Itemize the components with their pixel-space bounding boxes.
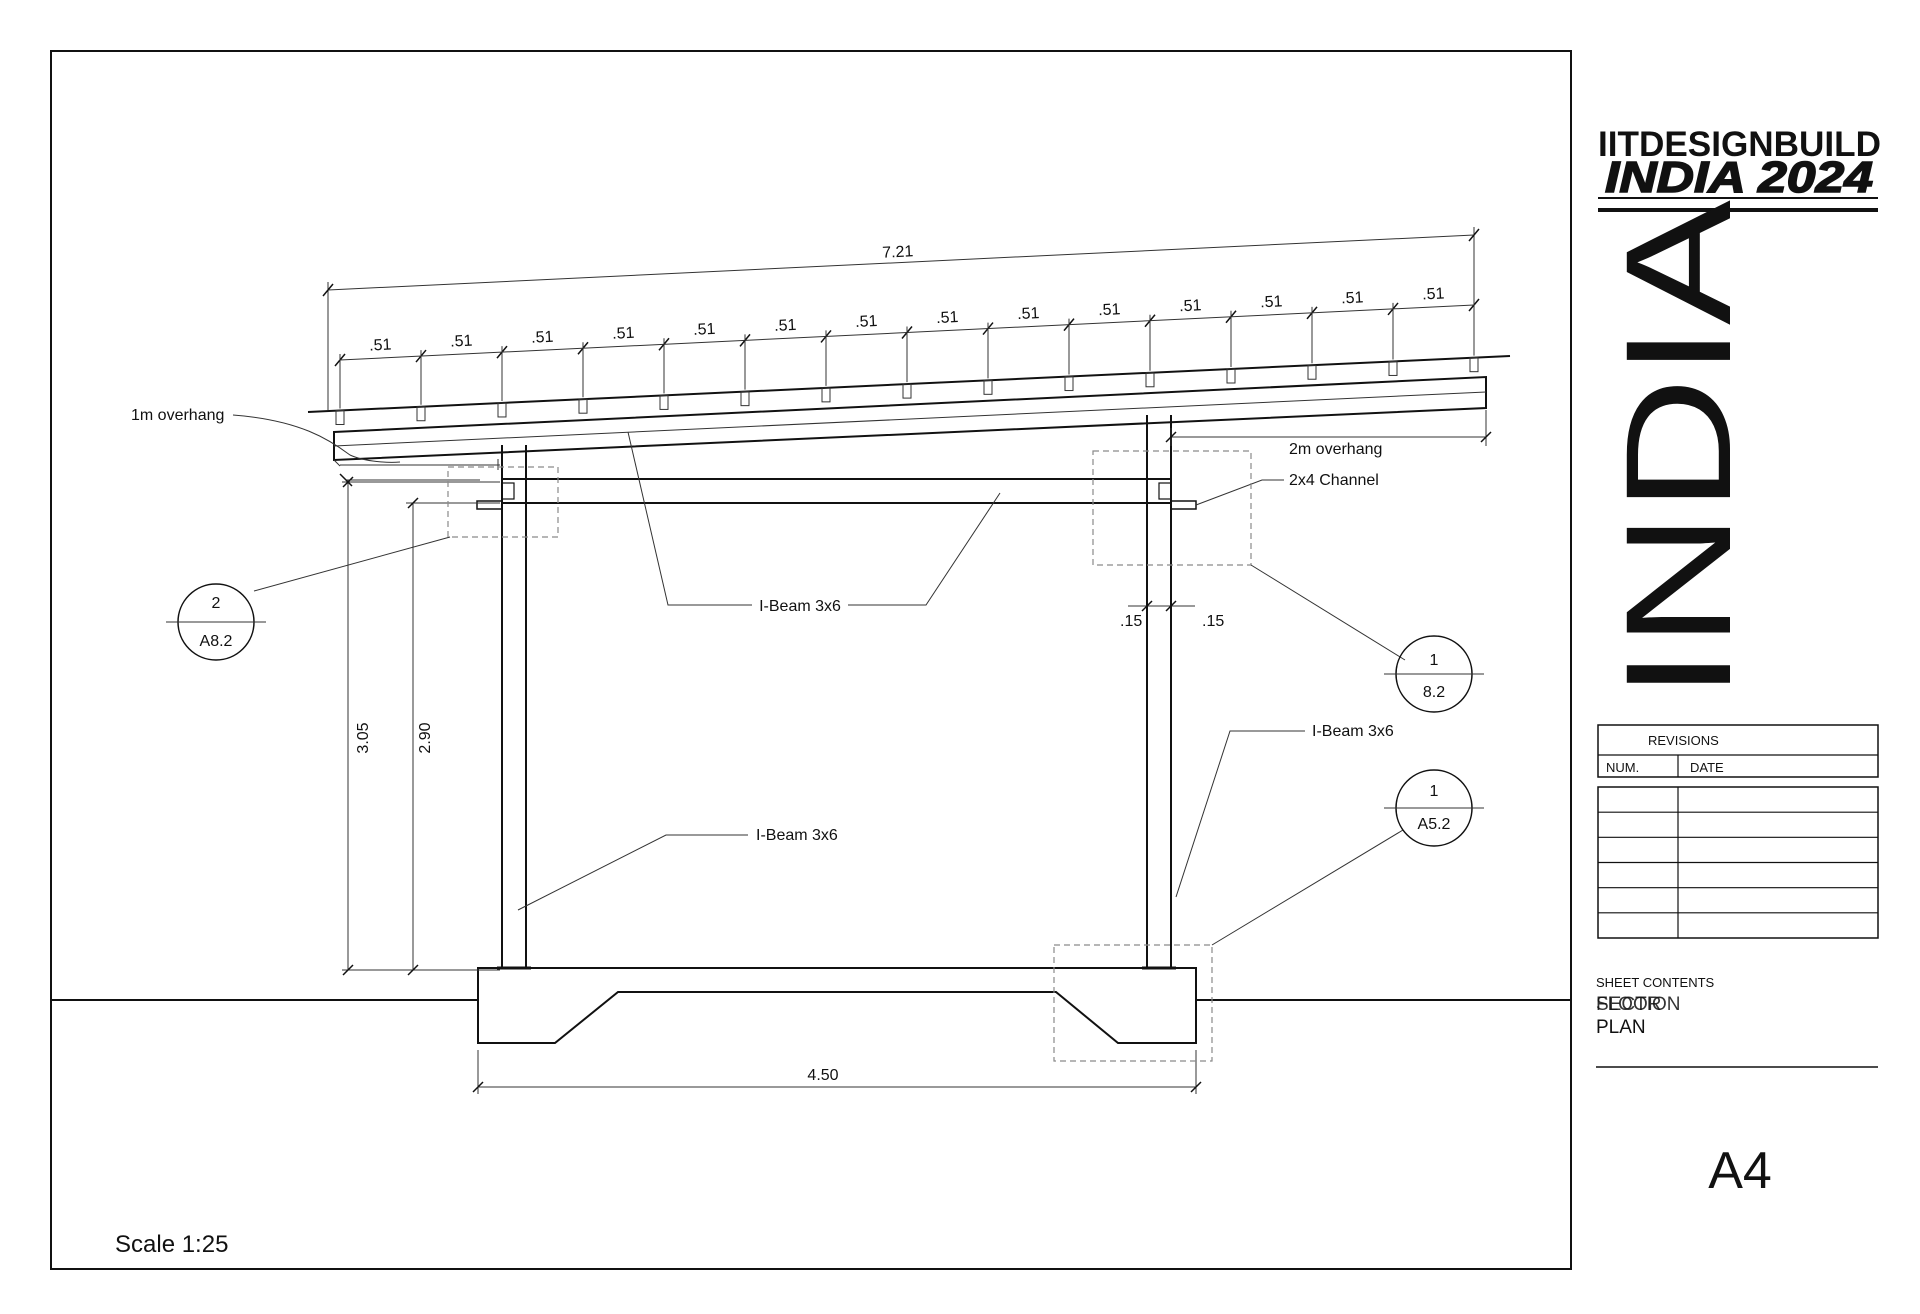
spacing-dimension-label: .51 (531, 329, 554, 347)
purlin (1307, 364, 1317, 380)
callout-2-ref: A8.2 (200, 633, 233, 650)
foundation (477, 967, 1197, 1044)
drawing-frame (50, 50, 1572, 1270)
left-overhang-label: 1m overhang (131, 407, 224, 424)
base-width-dimension: 4.50 (472, 1050, 1202, 1094)
height-dimensions: 3.05 2.90 (342, 476, 500, 976)
revisions-rows (1597, 786, 1879, 939)
spacing-dimension-label: .51 (1098, 301, 1121, 319)
purlin (335, 410, 345, 426)
ibeam-right-note: I-Beam 3x6 (1175, 723, 1394, 898)
column-width-dimension: .15 .15 (1120, 600, 1224, 630)
col-right-dim: .15 (1202, 613, 1224, 630)
spacing-dimension-label: .51 (693, 321, 716, 339)
overall-dimension-label: 7.21 (882, 243, 914, 261)
callout-detail-2: 2 A8.2 (166, 536, 451, 661)
callout-1-top-ref: 8.2 (1423, 684, 1445, 701)
purlin (1388, 360, 1398, 376)
title-block: IITDESIGNBUILD INDIA 2024 INDIA REVISION… (1594, 125, 1881, 1200)
overall-dimension: 7.21 (322, 227, 1480, 410)
project-line1: IITDESIGNBUILD (1598, 125, 1881, 164)
base-width-label: 4.50 (807, 1067, 838, 1084)
project-line2: INDIA 2024 (1605, 153, 1873, 202)
spacing-dimension-label: .51 (1017, 305, 1040, 323)
purlin (578, 398, 588, 414)
right-overhang-note: 2m overhang (1165, 410, 1492, 458)
sheet-number: A4 (1708, 1142, 1772, 1200)
purlin (1064, 376, 1074, 392)
purlin (821, 387, 831, 403)
horizontal-ibeam (476, 478, 1197, 510)
left-column (497, 445, 531, 970)
channel-note: 2x4 Channel (1195, 472, 1379, 506)
left-overhang-note: 1m overhang (131, 407, 500, 487)
callout-detail-1-top: 1 8.2 (1250, 564, 1484, 713)
callout-1-base-num: 1 (1430, 783, 1439, 800)
ibeam-left-note: I-Beam 3x6 (517, 827, 838, 911)
revisions-date-header: DATE (1690, 760, 1724, 775)
detail-box-2 (447, 466, 559, 538)
purlin (740, 391, 750, 407)
project-vertical: INDIA (1594, 200, 1762, 700)
purlin (983, 379, 993, 395)
ibeam-left-label: I-Beam 3x6 (756, 827, 838, 844)
purlin (1469, 357, 1479, 373)
ibeam-top-note: I-Beam 3x6 (627, 431, 1001, 615)
purlin (416, 406, 426, 422)
revisions-num-header: NUM. (1606, 760, 1639, 775)
spacing-dimensions: .51 .51 .51 .51 .51 .51 .51 .51 .51 .51 .51 .51 .51.… (334, 285, 1480, 409)
channel-label: 2x4 Channel (1289, 472, 1379, 489)
spacing-dimension-label: .51 (1179, 297, 1202, 315)
spacing-dimension-label: .51 (774, 317, 797, 335)
spacing-dimension-label: .51 (1341, 289, 1364, 307)
sheet-contents-overlap: FLOOR (1596, 994, 1661, 1015)
spacing-dimension-label: .51 (1422, 285, 1445, 303)
callout-1-top-num: 1 (1430, 652, 1439, 669)
sheet-contents-line2: PLAN (1596, 1017, 1646, 1038)
revisions-table: REVISIONS NUM. DATE (1597, 724, 1879, 939)
spacing-dimension-label: .51 (369, 337, 392, 355)
height-clear-label: 2.90 (417, 722, 434, 753)
scale-label: Scale 1:25 (115, 1231, 228, 1258)
detail-box-1-top (1092, 450, 1252, 566)
right-overhang-label: 2m overhang (1289, 441, 1382, 458)
spacing-dimension-label: .51 (450, 333, 473, 351)
purlin (497, 402, 507, 418)
sheet-contents-label: SHEET CONTENTS (1596, 975, 1715, 990)
spacing-dimension-label: .51 (855, 313, 878, 331)
revisions-title: REVISIONS (1648, 733, 1719, 748)
callout-1-base-ref: A5.2 (1418, 816, 1451, 833)
roof-purlins (335, 357, 1479, 426)
detail-box-1-base (1053, 944, 1213, 1062)
col-left-dim: .15 (1120, 613, 1142, 630)
ibeam-right-label: I-Beam 3x6 (1312, 723, 1394, 740)
purlin (902, 383, 912, 399)
purlin (1145, 372, 1155, 388)
ibeam-top-label: I-Beam 3x6 (759, 598, 841, 615)
spacing-dimension-label: .51 (936, 309, 959, 327)
callout-detail-1-base: 1 A5.2 (1211, 769, 1484, 946)
purlin (659, 394, 669, 410)
sheet-contents-line1: SECTION (1596, 994, 1680, 1015)
spacing-dimension-label: .51 (612, 325, 635, 343)
callout-2-num: 2 (212, 595, 221, 612)
spacing-dimension-label: .51 (1260, 293, 1283, 311)
height-total-label: 3.05 (355, 722, 372, 753)
purlin (1226, 368, 1236, 384)
